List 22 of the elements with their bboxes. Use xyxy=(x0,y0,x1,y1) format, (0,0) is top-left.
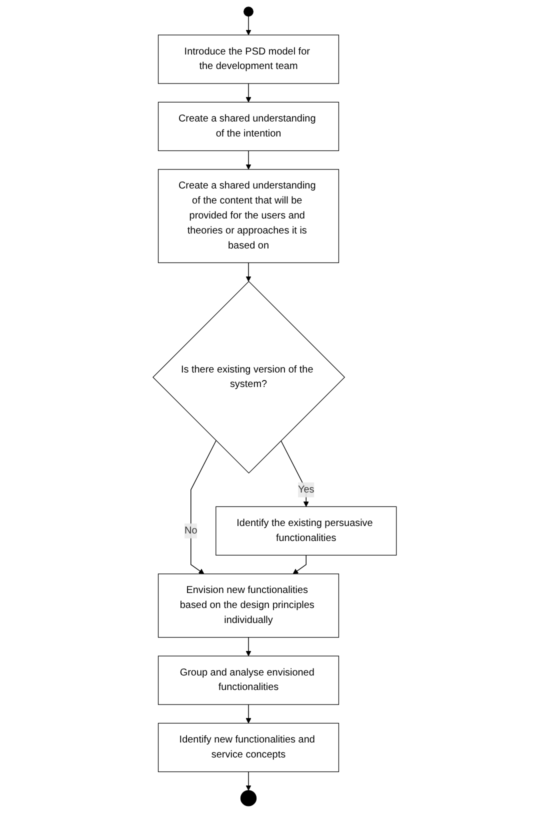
node-box: Identify the existing persuasive functionalities xyxy=(216,506,397,556)
arrow xyxy=(280,440,310,507)
arrow xyxy=(246,83,252,102)
node-box: Create a shared understanding of the intention xyxy=(158,102,340,152)
arrow xyxy=(246,771,252,791)
edge-label: Yes xyxy=(298,484,315,495)
arrow xyxy=(246,704,252,724)
arrow xyxy=(246,262,252,282)
edge-label: No xyxy=(184,525,198,536)
node-diamond: Is there existing version of the system? xyxy=(152,280,346,474)
node-box: Identify new functionalities and service concepts xyxy=(158,722,340,772)
node-box: Create a shared understanding of the content that will be provided for the users and theories or approaches it is based on xyxy=(158,169,340,264)
arrow xyxy=(293,554,307,574)
node-box: Envision new functionalities based on the design principles individually xyxy=(158,574,340,638)
arrow xyxy=(246,16,252,36)
arrow xyxy=(190,440,217,574)
node-circle xyxy=(244,6,254,17)
node-box: Group and analyse envisioned functionalities xyxy=(158,656,340,705)
node-circle xyxy=(240,790,257,806)
node-box: Introduce the PSD model for the development team xyxy=(158,34,340,84)
arrow xyxy=(246,637,252,656)
arrow xyxy=(246,150,252,170)
